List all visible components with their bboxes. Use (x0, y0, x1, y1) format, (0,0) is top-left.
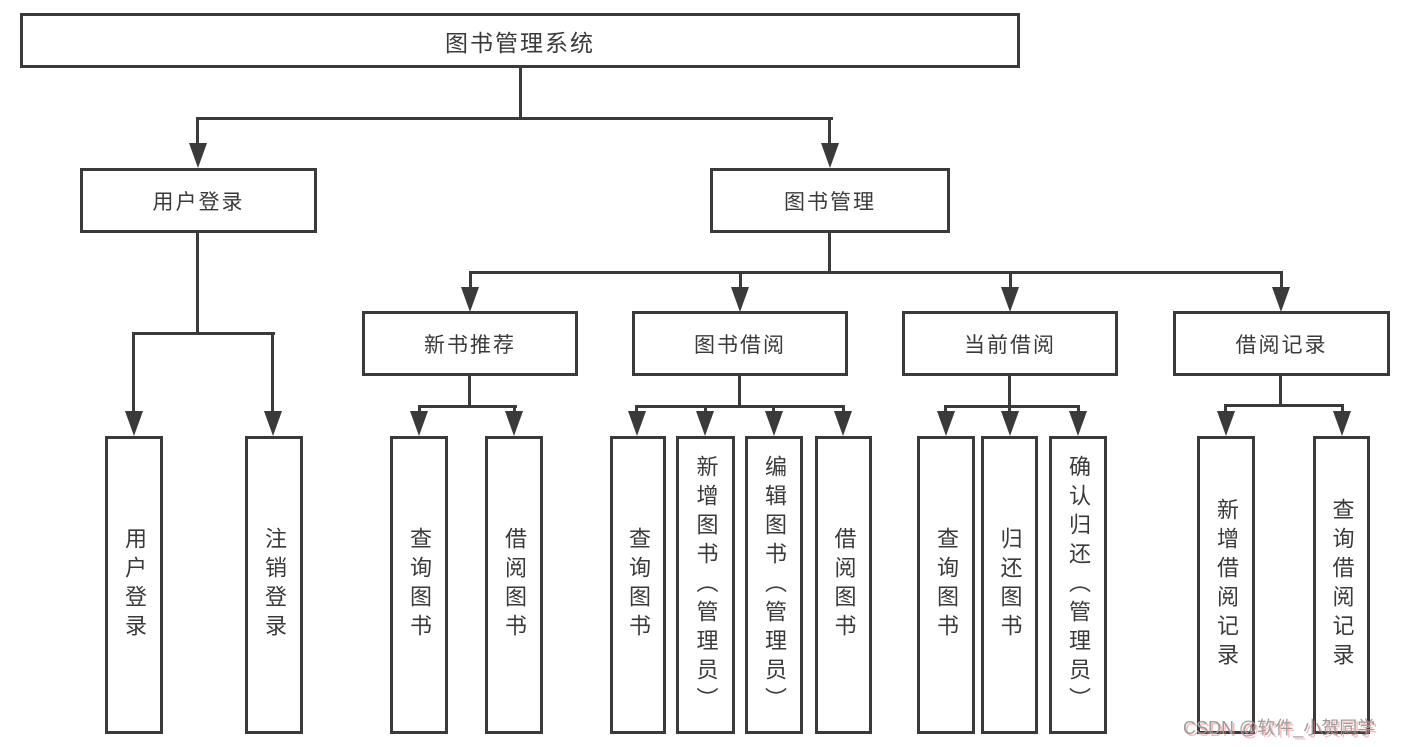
connector-current-stem (1009, 271, 1012, 290)
leaf-label: 新增图书（管理员） (693, 454, 719, 716)
arrowhead-nb-leaf2 (505, 411, 523, 436)
arrowhead-bb-leaf1 (628, 411, 646, 436)
arrowhead-cb-leaf3 (1069, 411, 1087, 436)
leaf-label: 注销登录 (262, 527, 287, 643)
connector-root-stem (519, 66, 522, 119)
arrowhead-cb-leaf2 (1001, 411, 1019, 436)
arrowhead-bb-leaf3 (765, 411, 783, 436)
leaf-user-login: 用户登录 (105, 436, 163, 734)
leaf-label: 查询借阅记录 (1329, 498, 1355, 672)
node-label: 图书借阅 (694, 333, 786, 357)
leaf-query-borrow-record: 查询借阅记录 (1313, 436, 1370, 734)
leaf-label: 确认归还（管理员） (1066, 454, 1091, 716)
node-root-library-system: 图书管理系统 (20, 13, 1020, 68)
connector-userlogin-stem (196, 117, 199, 147)
connector-borrow-branch (635, 405, 845, 408)
arrowhead-userlogin (189, 143, 207, 168)
node-label: 当前借阅 (964, 333, 1056, 357)
connector-rc-leaf1-stem (1224, 404, 1227, 416)
leaf-add-books-admin: 新增图书（管理员） (676, 436, 735, 734)
connector-newbook-branch (418, 405, 517, 408)
connector-leaf-login-stem (132, 332, 135, 414)
node-new-book-recommend: 新书推荐 (362, 311, 578, 376)
arrowhead-bookmgmt (821, 143, 839, 168)
connector-record-stem (1280, 271, 1283, 290)
connector-bookmgmt-branch (469, 271, 1283, 274)
leaf-borrow-books-recommend: 借阅图书 (485, 436, 543, 734)
arrowhead-leaf-login (125, 411, 143, 436)
leaf-query-books-current: 查询图书 (917, 436, 975, 734)
node-book-management: 图书管理 (710, 168, 950, 233)
leaf-label: 归还图书 (997, 527, 1023, 643)
connector-borrow-stem (739, 271, 742, 290)
connector-bookmgmt-down (828, 233, 831, 274)
connector-userlogin-down (196, 233, 199, 335)
node-borrowing-records: 借阅记录 (1173, 311, 1390, 376)
arrowhead-rc-leaf2 (1333, 411, 1351, 436)
leaf-query-books-recommend: 查询图书 (390, 436, 448, 734)
leaf-label: 借阅图书 (831, 527, 857, 643)
node-current-borrowing: 当前借阅 (902, 311, 1118, 376)
node-label: 新书推荐 (424, 333, 516, 357)
leaf-borrow-books: 借阅图书 (815, 436, 872, 734)
connector-current-down (1008, 376, 1011, 408)
connector-current-branch (944, 405, 1080, 408)
arrowhead-current (1001, 287, 1019, 312)
leaf-confirm-return-admin: 确认归还（管理员） (1049, 436, 1107, 734)
leaf-label: 新增借阅记录 (1214, 498, 1239, 672)
arrowhead-leaf-logout (264, 411, 282, 436)
leaf-add-borrow-record: 新增借阅记录 (1197, 436, 1255, 734)
connector-root-branch (197, 117, 833, 120)
arrowhead-newbook (461, 287, 479, 312)
csdn-watermark: CSDN @软件_小贺同学 (1183, 718, 1376, 738)
arrowhead-bb-leaf4 (834, 411, 852, 436)
connector-rc-leaf2-stem (1341, 404, 1344, 416)
connector-record-branch (1224, 404, 1344, 407)
leaf-label: 查询图书 (626, 527, 651, 643)
leaf-return-books: 归还图书 (981, 436, 1038, 734)
node-label: 图书管理系统 (445, 29, 595, 56)
leaf-logout: 注销登录 (245, 436, 303, 734)
arrowhead-bb-leaf2 (696, 411, 714, 436)
leaf-label: 编辑图书（管理员） (762, 454, 787, 716)
connector-newbook-down (468, 376, 471, 408)
node-user-login: 用户登录 (80, 168, 317, 233)
node-book-borrowing: 图书借阅 (632, 311, 848, 376)
node-label: 用户登录 (152, 190, 245, 214)
arrowhead-borrow (731, 287, 749, 312)
leaf-label: 查询图书 (407, 527, 432, 643)
connector-record-down (1279, 376, 1282, 407)
connector-bookmgmt-stem (828, 117, 831, 147)
connector-leaf-logout-stem (271, 332, 274, 414)
leaf-query-books-borrow: 查询图书 (610, 436, 666, 734)
leaf-label: 借阅图书 (502, 527, 527, 643)
leaf-label: 用户登录 (122, 527, 147, 643)
connector-newbook-stem (469, 271, 472, 290)
leaf-label: 查询图书 (934, 527, 959, 643)
arrowhead-cb-leaf1 (937, 411, 955, 436)
connector-userlogin-branch (132, 332, 275, 335)
node-label: 借阅记录 (1235, 333, 1328, 357)
leaf-edit-books-admin: 编辑图书（管理员） (745, 436, 803, 734)
arrowhead-nb-leaf1 (410, 411, 428, 436)
arrowhead-rc-leaf1 (1217, 411, 1235, 436)
node-label: 图书管理 (784, 190, 876, 214)
connector-borrow-down (738, 376, 741, 408)
arrowhead-record (1272, 287, 1290, 312)
